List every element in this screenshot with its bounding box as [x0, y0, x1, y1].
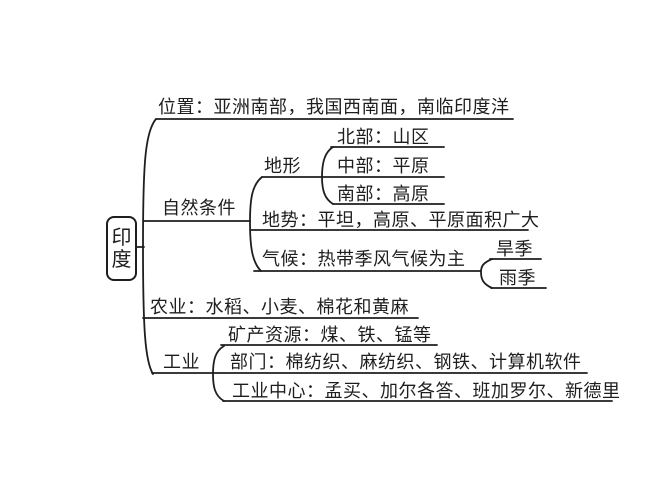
- root-node-label: 印度: [111, 226, 132, 271]
- node-natural-conditions: 自然条件: [162, 198, 236, 218]
- node-industry: 工业: [163, 352, 200, 372]
- node-relief: 地势：平坦，高原、平原面积广大: [262, 210, 540, 230]
- bracket-natural-conditions: [249, 176, 263, 272]
- node-industry-sectors: 部门：棉纺织、麻纺织、钢铁、计算机软件: [230, 352, 582, 372]
- node-terrain-south: 南部：高原: [337, 184, 430, 204]
- node-mineral-resources: 矿产资源：煤、铁、锰等: [228, 325, 432, 345]
- node-dry-season: 旱季: [496, 239, 533, 259]
- bracket-climate: [480, 258, 493, 289]
- node-agriculture: 农业：水稻、小麦、棉花和黄麻: [150, 297, 409, 317]
- bracket-terrain: [321, 146, 334, 205]
- node-climate: 气候：热带季风气候为主: [262, 249, 466, 269]
- node-rainy-season: 雨季: [499, 268, 536, 288]
- bracket-root: [142, 118, 157, 375]
- node-terrain-middle: 中部：平原: [337, 156, 430, 176]
- node-terrain-north: 北部：山区: [337, 127, 430, 147]
- bracket-industry: [212, 345, 225, 402]
- node-terrain: 地形: [264, 156, 301, 176]
- node-industry-centers: 工业中心：孟买、加尔各答、班加罗尔、新德里: [232, 381, 621, 401]
- node-location: 位置：亚洲南部，我国西南面，南临印度洋: [158, 97, 510, 117]
- root-node-india: 印度: [106, 216, 137, 281]
